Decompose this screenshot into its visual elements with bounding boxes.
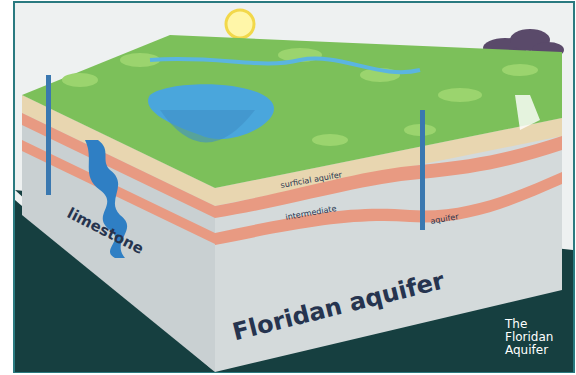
figure-caption: The Floridan Aquifer xyxy=(505,318,565,358)
vegetation xyxy=(62,48,538,146)
stream xyxy=(150,59,420,73)
well xyxy=(420,110,425,230)
spring xyxy=(515,95,540,130)
sun xyxy=(226,10,254,38)
frame xyxy=(14,2,574,372)
lake-basin xyxy=(160,110,255,143)
well xyxy=(46,75,51,195)
right-confining-2 xyxy=(215,172,562,245)
